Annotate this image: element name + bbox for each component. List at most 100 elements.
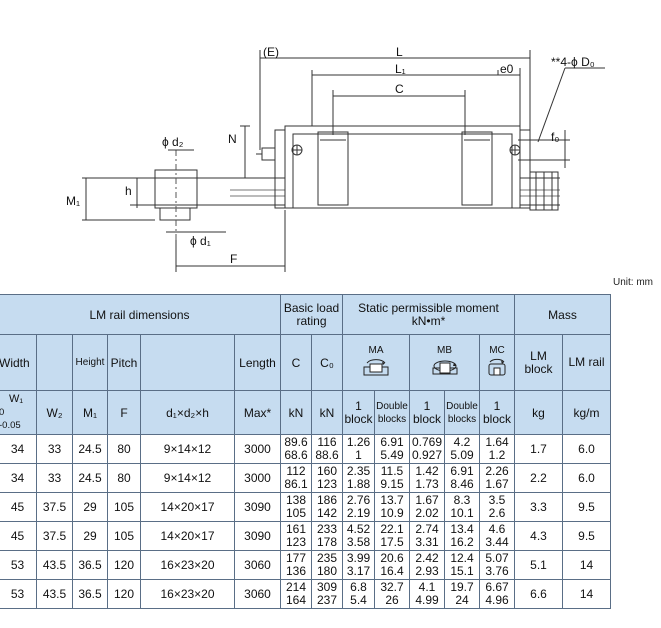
cell-mb2-line: 10.1 — [450, 506, 474, 520]
cell-c-line: 123 — [285, 535, 307, 549]
cell-mblock: 6.6 — [514, 579, 563, 609]
cell-mc-line: 2.6 — [488, 506, 506, 520]
cell-f: 105 — [107, 521, 141, 551]
header-w2: W₂ — [36, 390, 73, 435]
header-mc: MC — [479, 334, 515, 391]
cell-f: 120 — [107, 550, 141, 580]
cell-mc-line: 5.07 — [485, 551, 509, 565]
cell-ma1-line: 1 — [355, 448, 362, 462]
header-max: Max* — [234, 390, 281, 435]
label-l: L — [396, 45, 403, 59]
lm-guide-drawing: (E) L L₁ e0 C **4-ϕ D₀ N f₀ ϕ d₂ M₁ h ϕ … — [66, 45, 605, 272]
cell-ma1-line: 3.17 — [346, 564, 371, 578]
group-mass: Mass — [514, 294, 611, 335]
cell-mb2-line: 8.3 — [453, 493, 471, 507]
cell-ma1-line: 6.8 — [350, 580, 367, 594]
cell-dims: 9×14×12 — [140, 463, 235, 493]
label-f: F — [230, 252, 237, 266]
cell-ma1-line: 4.52 — [346, 522, 371, 536]
label-f0: f₀ — [551, 130, 559, 144]
cell-mb1-line: 4.99 — [415, 593, 439, 607]
header-c0: C₀ — [311, 334, 343, 391]
cell-mb1-line: 2.74 — [415, 522, 439, 536]
cell-m1: 29 — [72, 492, 108, 522]
group-lm-rail-dimensions: LM rail dimensions — [0, 294, 281, 335]
cell-mrail: 14 — [562, 550, 611, 580]
cell-c0-line: 309 — [316, 580, 338, 594]
cell-c-line: 136 — [285, 564, 307, 578]
cell-len: 3060 — [234, 550, 281, 580]
cell-c-line: 89.6 — [284, 435, 308, 449]
cell-mc-line: 3.44 — [485, 535, 509, 549]
cell-mrail: 6.0 — [562, 463, 611, 493]
cell-mc-line: 3.5 — [488, 493, 506, 507]
cell-c-line: 138 — [285, 493, 307, 507]
cell-c-line: 214 — [285, 580, 307, 594]
cell-w2: 43.5 — [36, 550, 73, 580]
cell-mb1-line: 1.67 — [415, 493, 439, 507]
cell-mb1-line: 0.769 — [411, 435, 443, 449]
header-blank-w2 — [36, 334, 73, 391]
header-ma: MA — [342, 334, 410, 391]
moment-mb-icon — [432, 360, 457, 374]
cell-ma1-line: 2.35 — [346, 464, 371, 478]
cell-ma2-line: 10.9 — [380, 506, 404, 520]
cell-mb2-line: 4.2 — [453, 435, 471, 449]
cell-mc-line: 6.67 — [485, 580, 509, 594]
cell-ma2-line: 6.91 — [380, 435, 404, 449]
cell-ma2-line: 32.7 — [380, 580, 404, 594]
cell-c-line: 86.1 — [284, 477, 308, 491]
cell-m1: 29 — [72, 521, 108, 551]
unit-label: Unit: mm — [613, 277, 653, 288]
cell-mb1-line: 4.1 — [418, 580, 436, 594]
label-e: (E) — [263, 45, 279, 59]
label-d0: **4-ϕ D₀ — [551, 55, 595, 69]
cell-c-line: 105 — [285, 506, 307, 520]
cell-ma1-line: 5.4 — [350, 593, 367, 607]
cell-mb2-line: 5.09 — [450, 448, 474, 462]
cell-dims: 9×14×12 — [140, 434, 235, 464]
label-d2: ϕ d₂ — [162, 135, 184, 149]
header-f: F — [107, 390, 141, 435]
cell-ma1-line: 1.88 — [346, 477, 371, 491]
header-dims: d₁×d₂×h — [140, 390, 235, 435]
cell-mrail: 9.5 — [562, 492, 611, 522]
cell-mc-line: 4.96 — [485, 593, 509, 607]
cell-ma2-line: 22.1 — [380, 522, 404, 536]
header-pitch: Pitch — [107, 334, 141, 391]
cell-dims: 14×20×17 — [140, 492, 235, 522]
cell-w1: 53 — [0, 579, 37, 609]
cell-dims: 16×23×20 — [140, 550, 235, 580]
label-d1: ϕ d₁ — [190, 234, 211, 248]
cell-mblock: 4.3 — [514, 521, 563, 551]
label-l1: L₁ — [395, 62, 406, 76]
header-kgm: kg/m — [562, 390, 611, 435]
moment-mc-icon — [488, 358, 506, 375]
cell-len: 3000 — [234, 463, 281, 493]
cell-mb1-line: 1.73 — [415, 477, 439, 491]
cell-mb1-line: 3.31 — [415, 535, 439, 549]
cell-c0-line: 178 — [316, 535, 338, 549]
cell-mb1-line: 2.42 — [415, 551, 439, 565]
cell-mb2-line: 8.46 — [450, 477, 474, 491]
cell-ma1-line: 1.26 — [346, 435, 371, 449]
cell-len: 3060 — [234, 579, 281, 609]
